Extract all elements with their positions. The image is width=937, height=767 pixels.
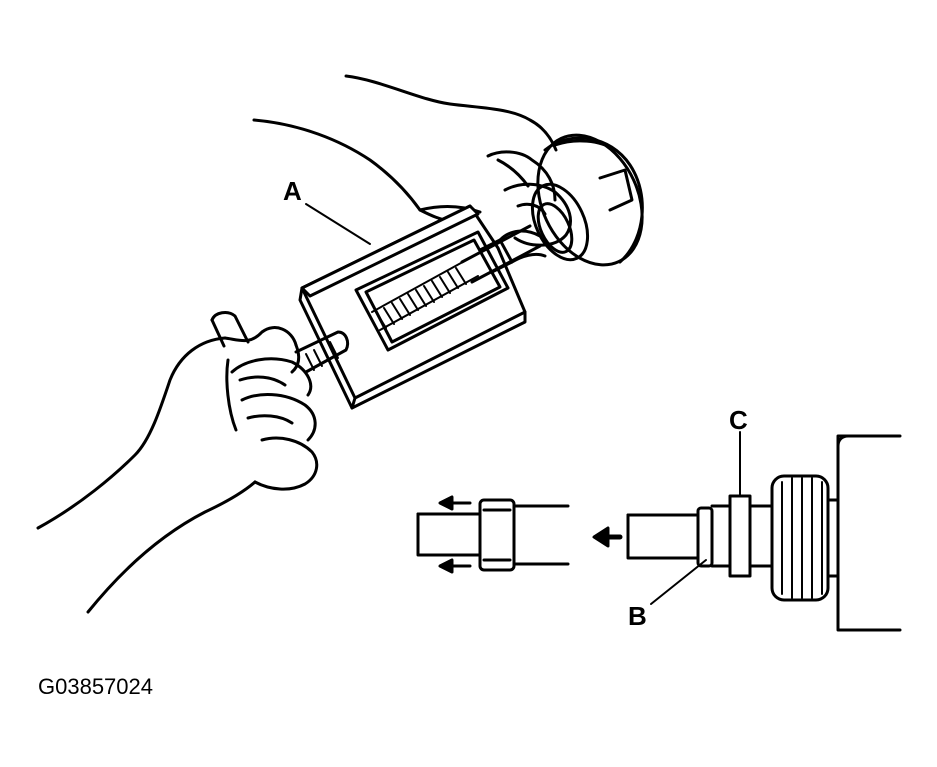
shaft-with-gear [626, 434, 902, 632]
label-a: A [283, 176, 302, 206]
direction-arrow [592, 526, 623, 548]
gear-housing [530, 133, 644, 267]
upper-hand [252, 74, 572, 247]
threaded-screw [371, 257, 479, 331]
removed-sleeve-detail [416, 495, 570, 574]
puller-tool [298, 204, 547, 410]
label-c: C [729, 405, 748, 435]
handle-rod [210, 311, 350, 374]
lower-hand [36, 326, 319, 614]
figure-id: G03857024 [38, 674, 153, 699]
leader-lines [305, 203, 741, 605]
label-b: B [628, 601, 647, 631]
